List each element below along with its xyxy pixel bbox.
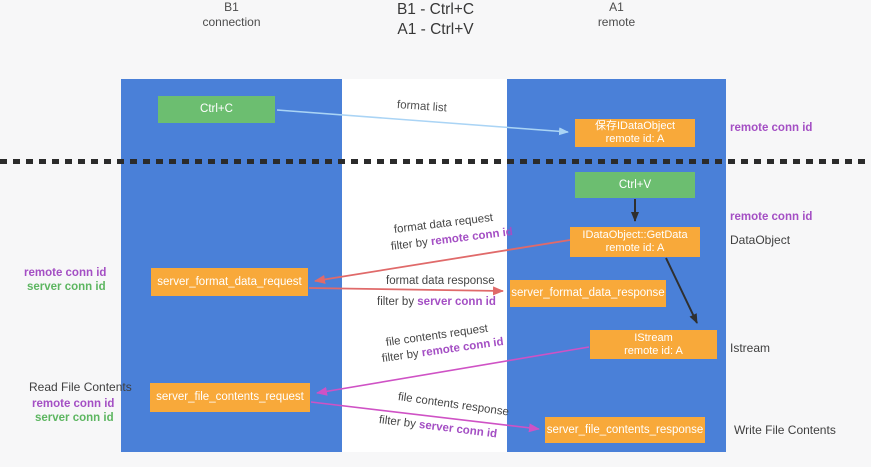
title-line-2: A1 - Ctrl+V xyxy=(397,21,474,38)
right-label-remote-conn-id-2: remote conn id xyxy=(730,211,813,223)
right-label-remote-conn-id-1: remote conn id xyxy=(730,122,813,134)
right-label-istream: Istream xyxy=(730,341,771,355)
edge-label-format-data-response: format data response xyxy=(386,275,495,287)
diagram-title: B1 - Ctrl+C A1 - Ctrl+V xyxy=(0,0,871,40)
node-istream-line2: remote id: A xyxy=(624,344,683,357)
node-istream: IStream remote id: A xyxy=(590,330,717,359)
node-ctrl-c: Ctrl+C xyxy=(158,96,275,123)
node-idataobject-getdata: IDataObject::GetData remote id: A xyxy=(570,227,700,257)
left-label-remote-conn-id-1: remote conn id xyxy=(24,267,107,279)
left-label-read-file-contents: Read File Contents xyxy=(29,380,132,394)
edge-label-filter-by-server-1: filter by server conn id xyxy=(377,296,496,308)
right-label-write-file-contents: Write File Contents xyxy=(734,423,836,437)
node-ctrl-c-label: Ctrl+C xyxy=(200,103,233,115)
lane-b1-name: B1 xyxy=(224,0,239,14)
node-save-idataobject: 保存IDataObject remote id: A xyxy=(575,119,695,147)
node-ctrl-v: Ctrl+V xyxy=(575,172,695,198)
node-format-response-label: server_format_data_response xyxy=(511,287,665,299)
server-conn-id-text: server conn id xyxy=(417,296,496,308)
node-file-request-label: server_file_contents_request xyxy=(156,391,304,403)
node-server-file-contents-request: server_file_contents_request xyxy=(150,383,310,412)
lane-b1-subtitle: connection xyxy=(202,15,261,29)
node-getdata-line2: remote id: A xyxy=(605,242,665,254)
lane-a1-name: A1 xyxy=(609,0,624,14)
lane-header-a1: A1 remote xyxy=(507,0,726,30)
node-server-file-contents-response: server_file_contents_response xyxy=(545,417,705,443)
phase-separator-dashed-line xyxy=(0,159,871,164)
node-server-format-data-response: server_format_data_response xyxy=(510,280,666,307)
title-line-1: B1 - Ctrl+C xyxy=(396,1,475,18)
lane-a1-subtitle: remote xyxy=(597,15,636,29)
node-save-idataobject-line1: 保存IDataObject xyxy=(594,120,676,132)
lane-header-b1: B1 connection xyxy=(121,0,342,30)
node-save-idataobject-line2: remote id: A xyxy=(605,133,665,145)
node-istream-line1: IStream xyxy=(634,331,673,344)
right-label-dataobject: DataObject xyxy=(730,233,791,247)
node-getdata-line1: IDataObject::GetData xyxy=(582,229,688,241)
node-file-response-label: server_file_contents_response xyxy=(546,423,704,436)
left-label-server-conn-id-1: server conn id xyxy=(27,281,106,293)
node-format-request-label: server_format_data_request xyxy=(157,275,302,288)
node-server-format-data-request: server_format_data_request xyxy=(151,268,308,296)
left-label-remote-conn-id-2: remote conn id xyxy=(32,398,115,410)
filter-by-text: filter by xyxy=(377,296,415,308)
left-label-server-conn-id-2: server conn id xyxy=(35,412,114,424)
node-ctrl-v-label: Ctrl+V xyxy=(618,178,652,191)
